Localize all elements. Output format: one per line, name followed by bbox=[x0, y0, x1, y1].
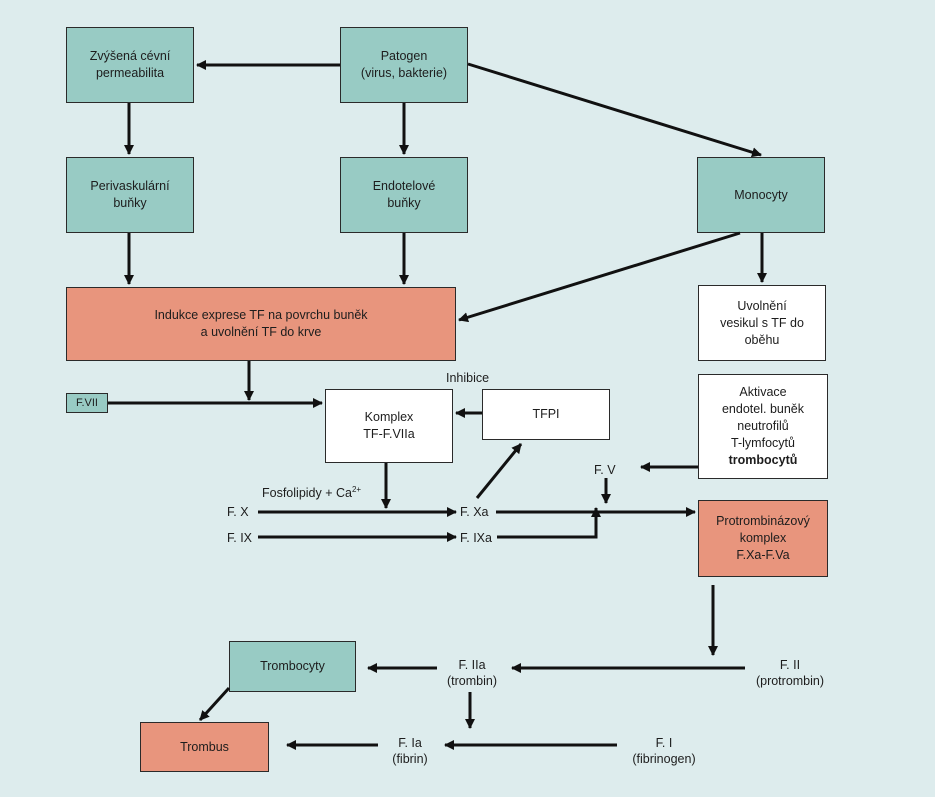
box-fvii: F.VII bbox=[66, 393, 108, 413]
box-text-line: Endotelové bbox=[372, 179, 436, 193]
arrow-fixa-to-fxa-line bbox=[497, 507, 601, 539]
box-activation: Aktivace endotel. buněk neutrofilů T-lym… bbox=[698, 374, 828, 479]
box-perivascular-cells: Perivaskulární buňky bbox=[66, 157, 194, 233]
box-thrombus: Trombus bbox=[140, 722, 269, 772]
box-tfpi: TFPI bbox=[482, 389, 610, 440]
arrow-monocytes-to-tf-induction bbox=[458, 231, 741, 323]
label-line: F. II bbox=[779, 658, 801, 672]
box-text-line-bold: trombocytů bbox=[728, 453, 798, 467]
label-fv: F. V bbox=[594, 463, 616, 477]
box-increased-vascular-permeability: Zvýšená cévní permeabilita bbox=[66, 27, 194, 103]
arrow-pathogen-to-monocytes bbox=[467, 62, 762, 158]
label-line: (fibrin) bbox=[392, 752, 428, 766]
label-fia: F. Ia (fibrin) bbox=[379, 735, 441, 767]
box-prothrombinase-complex: Protrombinázový komplex F.Xa-F.Va bbox=[698, 500, 828, 577]
box-text-line: Zvýšená cévní bbox=[89, 49, 171, 63]
box-monocytes: Monocyty bbox=[697, 157, 825, 233]
label-line: F. IIa bbox=[458, 658, 486, 672]
box-text-line: (virus, bakterie) bbox=[360, 66, 448, 80]
label-fixa: F. IXa bbox=[460, 531, 492, 545]
box-text-line: Monocyty bbox=[734, 187, 788, 202]
box-text-line: buňky bbox=[113, 196, 147, 210]
box-text-line: endotel. buněk bbox=[721, 402, 804, 416]
label-line: (protrombin) bbox=[755, 674, 825, 688]
box-tf-induction: Indukce exprese TF na povrchu buněk a uv… bbox=[66, 287, 456, 361]
box-text-line: Trombus bbox=[180, 739, 229, 754]
box-text-line: Trombocyty bbox=[260, 659, 325, 673]
box-text-line: Komplex bbox=[364, 410, 414, 424]
box-tf-vesicles: Uvolnění vesikul s TF do oběhu bbox=[698, 285, 826, 361]
label-fx: F. X bbox=[227, 505, 249, 519]
box-text-line: Uvolnění bbox=[737, 298, 787, 313]
box-endothelial-cells: Endotelové buňky bbox=[340, 157, 468, 233]
label-line: F. Ia bbox=[398, 736, 422, 750]
label-inhibition: Inhibice bbox=[446, 371, 490, 385]
label-fii: F. II (protrombin) bbox=[748, 657, 832, 689]
box-text-line: Patogen bbox=[380, 49, 428, 63]
label-line: (trombin) bbox=[446, 674, 497, 688]
box-text-line: TFPI bbox=[532, 407, 560, 421]
box-platelets: Trombocyty bbox=[229, 641, 356, 692]
box-text-line: T-lymfocytů bbox=[731, 436, 795, 450]
label-line: F. I bbox=[655, 736, 673, 750]
label-fxa: F. Xa bbox=[460, 505, 489, 519]
box-tf-fviia-complex: Komplex TF-F.VIIa bbox=[325, 389, 453, 463]
box-text-line: komplex bbox=[739, 531, 787, 545]
box-text-line: a uvolnění TF do krve bbox=[200, 325, 322, 339]
label-phospholipids-ca: Fosfolipidy + Ca2+ bbox=[262, 482, 361, 501]
label-phospholipids-text: Fosfolipidy + Ca bbox=[262, 486, 352, 501]
label-fix: F. IX bbox=[227, 531, 253, 545]
label-fi: F. I (fibrinogen) bbox=[622, 735, 706, 767]
label-line: (fibrinogen) bbox=[632, 752, 696, 766]
box-text-line: Aktivace bbox=[739, 385, 787, 399]
label-ca-superscript: 2+ bbox=[351, 485, 362, 494]
box-text-line: Indukce exprese TF na povrchu buněk bbox=[154, 308, 368, 322]
box-text-line: Perivaskulární bbox=[90, 179, 170, 193]
box-text-line: F.Xa-F.Va bbox=[736, 548, 790, 562]
box-text-line: permeabilita bbox=[95, 66, 165, 80]
box-text-line: Protrombinázový bbox=[716, 514, 810, 528]
box-text-line: F.VII bbox=[75, 396, 98, 409]
label-fiia: F. IIa (trombin) bbox=[436, 657, 508, 689]
box-text-line: TF-F.VIIa bbox=[363, 427, 415, 441]
box-text-line: vesikul s TF do bbox=[720, 315, 804, 330]
box-text-line: neutrofilů bbox=[737, 419, 789, 433]
arrow-fxa-to-tfpi bbox=[475, 443, 523, 499]
box-text-line: buňky bbox=[387, 196, 421, 210]
box-pathogen: Patogen (virus, bakterie) bbox=[340, 27, 468, 103]
box-text-line: oběhu bbox=[744, 332, 780, 347]
arrow-platelets-to-thrombus bbox=[198, 686, 231, 722]
